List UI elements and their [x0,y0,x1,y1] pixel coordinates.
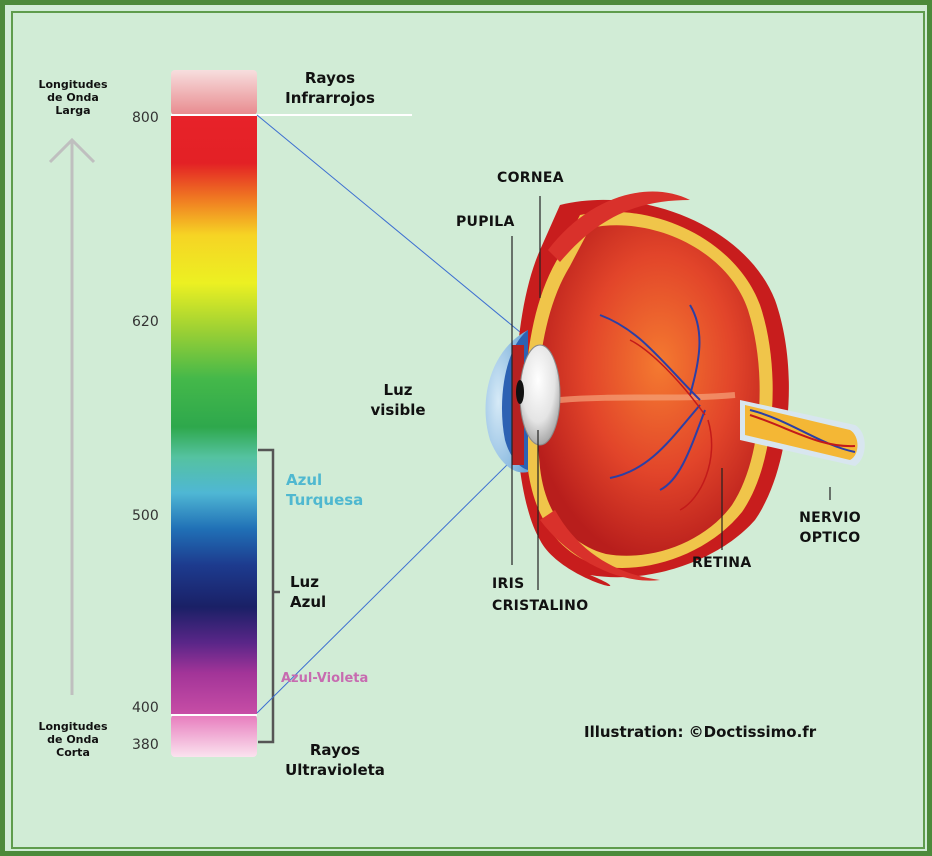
luz-azul-label: Luz Azul [290,572,350,612]
tick-400: 400 [132,700,159,716]
visible-light-label: Luz visible [358,380,438,420]
nervio-optico-label: NERVIO OPTICO [785,508,875,548]
axis-top-label: Longitudes de Onda Larga [30,78,116,117]
infrared-label: Rayos Infrarrojos [270,68,390,108]
tick-620: 620 [132,314,159,330]
cristalino-label: CRISTALINO [492,598,588,614]
blue-light-bracket [258,450,273,742]
infrared-band [171,70,257,115]
tick-800: 800 [132,110,159,126]
cornea-label: CORNEA [497,170,564,186]
illustration-credit: Illustration: ©Doctissimo.fr [584,723,816,741]
pupila-label: PUPILA [456,214,515,230]
tick-500: 500 [132,508,159,524]
ultraviolet-label: Rayos Ultravioleta [270,740,400,780]
visible-spectrum-bar [171,115,257,715]
azul-violeta-label: Azul-Violeta [281,669,401,689]
tick-380: 380 [132,737,159,753]
iris-label: IRIS [492,576,524,592]
ultraviolet-band [171,715,257,757]
wavelength-axis-arrow [50,140,94,695]
azul-turquesa-label: Azul Turquesa [286,470,348,510]
retina-label: RETINA [692,555,751,571]
axis-bottom-label: Longitudes de Onda Corta [30,720,116,759]
